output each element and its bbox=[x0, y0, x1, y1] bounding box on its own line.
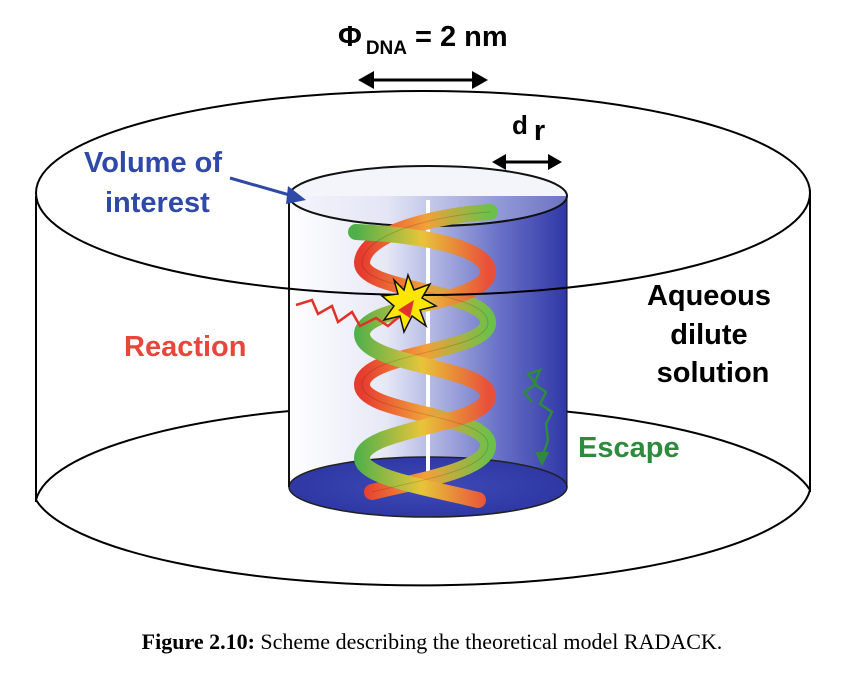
figure-caption: Figure 2.10: Scheme describing the theor… bbox=[0, 629, 864, 655]
dna-strand-2 bbox=[348, 224, 497, 508]
escape-radical-path bbox=[522, 367, 554, 459]
escape-label: Escape bbox=[578, 432, 680, 464]
dna-strand-1 bbox=[354, 204, 498, 500]
figure-caption-prefix: Figure 2.10: bbox=[141, 629, 255, 654]
outer-cylinder-bottom-front bbox=[35, 489, 811, 587]
reaction-event bbox=[295, 272, 438, 335]
dr-double-arrow bbox=[492, 154, 562, 170]
phi-dna-double-arrow bbox=[358, 71, 488, 89]
aqueous-solution-label: Aqueous dilute solution bbox=[647, 280, 779, 389]
volume-pointer-arrowhead bbox=[286, 186, 306, 204]
escape-arrowhead bbox=[535, 452, 549, 466]
dna-strand-1-edge bbox=[361, 211, 491, 493]
dna-double-helix bbox=[348, 204, 498, 508]
figure-caption-text: Scheme describing the theoretical model … bbox=[254, 629, 723, 654]
reaction-radical-path bbox=[295, 298, 401, 328]
reaction-label: Reaction bbox=[124, 331, 246, 363]
reaction-arrowhead bbox=[398, 300, 414, 318]
volume-of-interest-label: Volume of interest bbox=[84, 147, 230, 219]
